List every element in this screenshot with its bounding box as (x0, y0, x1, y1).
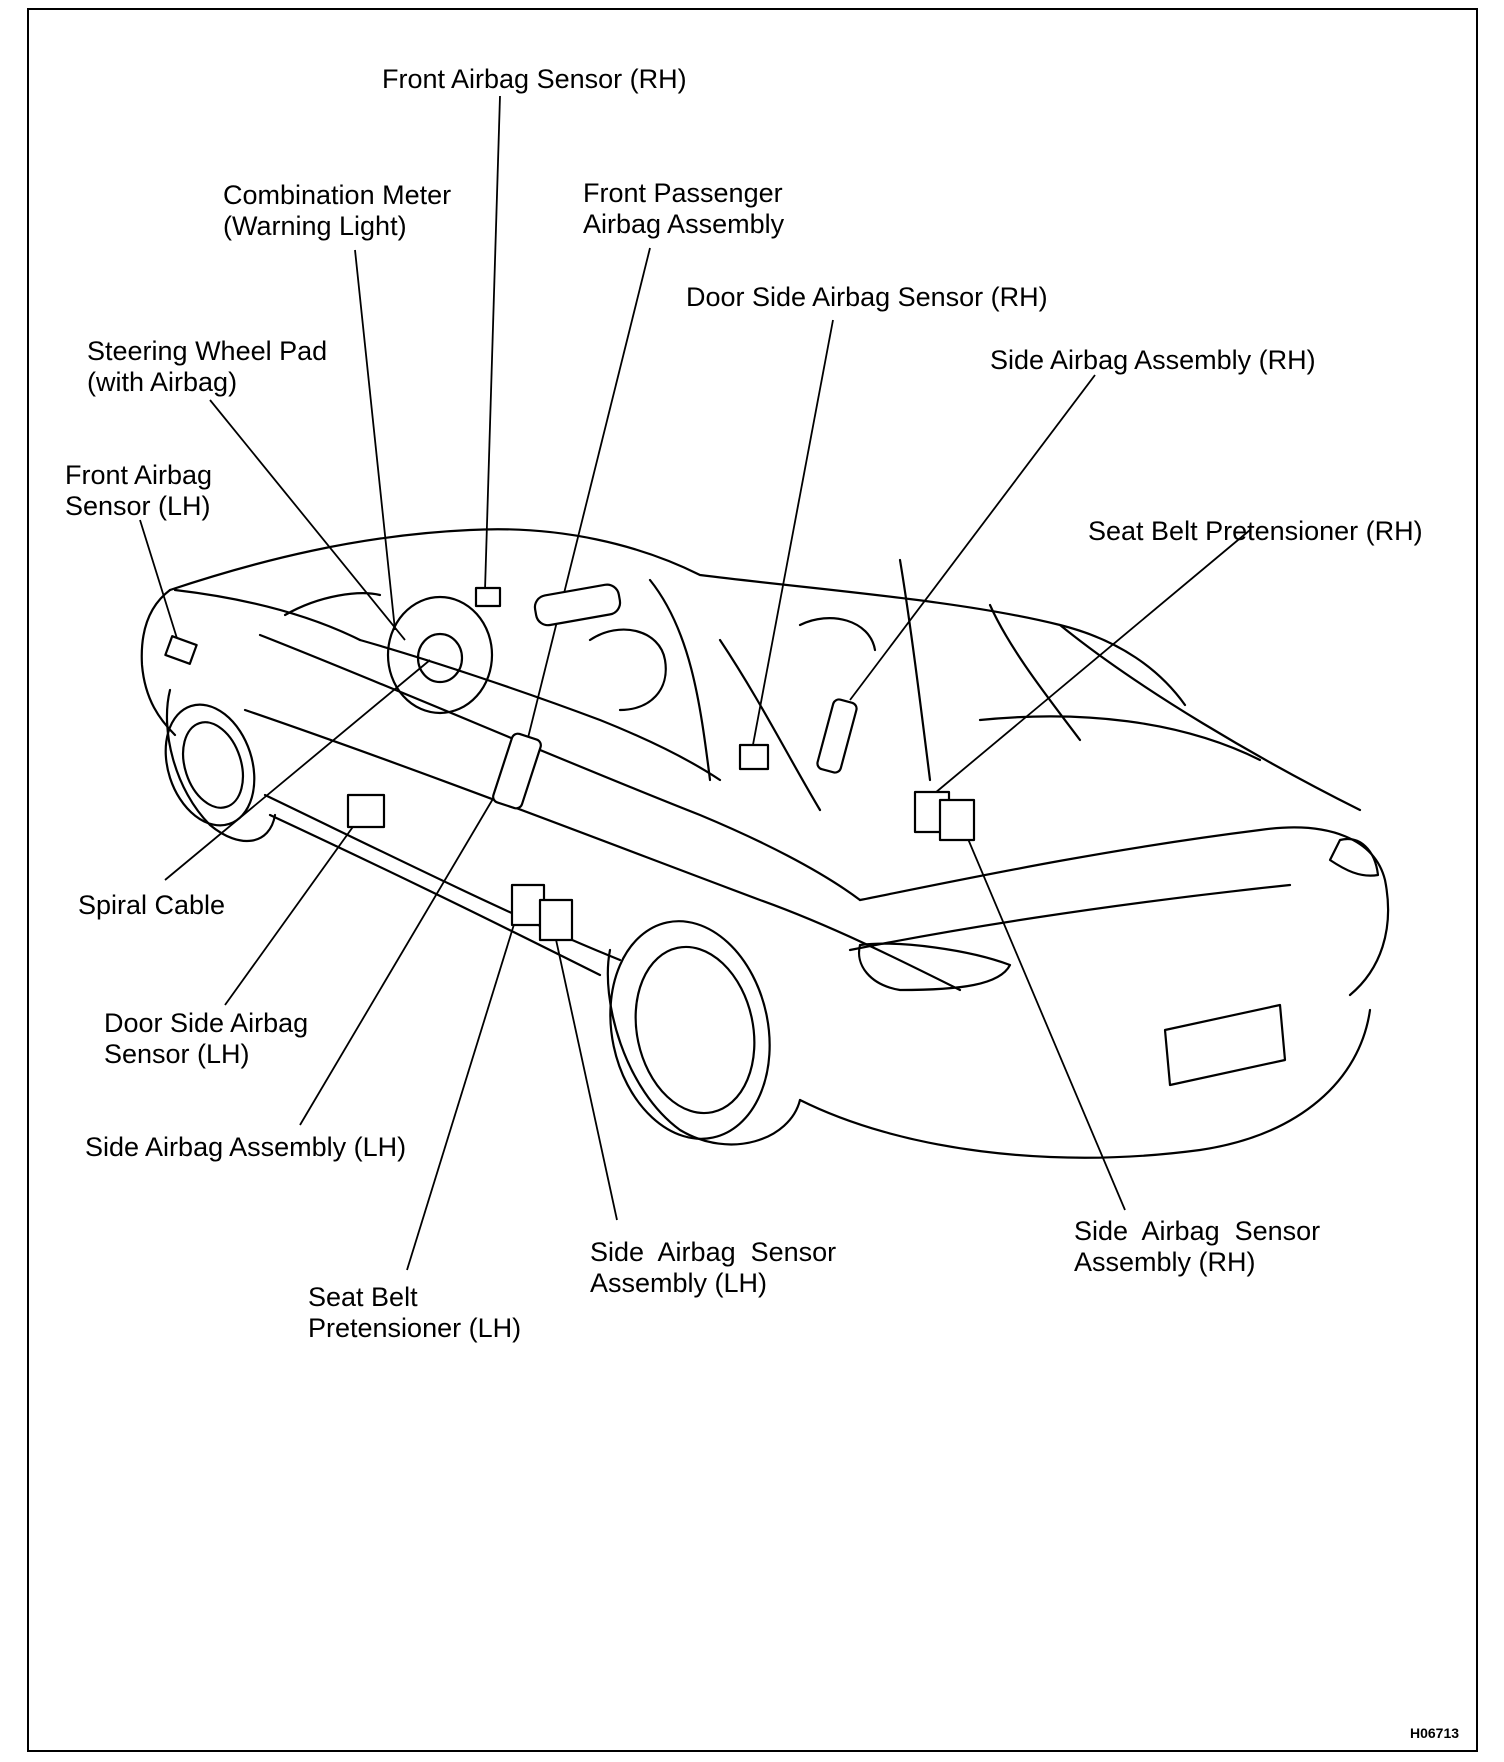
car-body (140, 528, 1390, 1159)
label-side-airbag-assembly-rh: Side Airbag Assembly (RH) (990, 345, 1316, 375)
front-airbag-sensor-lh-part (164, 635, 198, 665)
seat-belt-pretensioner-lh-part (510, 883, 546, 927)
label-front-airbag-sensor-rh: Front Airbag Sensor (RH) (382, 64, 687, 94)
label-spiral-cable: Spiral Cable (78, 890, 226, 920)
leader-lines (139, 95, 1251, 1271)
components (164, 583, 976, 942)
label-front-airbag-sensor-lh: Front Airbag Sensor (LH) (65, 460, 213, 521)
label-seat-belt-pretensioner-lh: Seat Belt Pretensioner (LH) (308, 1282, 522, 1343)
side-airbag-assembly-lh-part (492, 732, 542, 810)
side-airbag-assembly-rh-part (816, 698, 858, 774)
label-seat-belt-pretensioner-rh: Seat Belt Pretensioner (RH) (1088, 516, 1423, 546)
door-side-airbag-sensor-rh-part (738, 743, 770, 771)
figure-code: H06713 (1410, 1725, 1460, 1741)
side-airbag-sensor-assembly-rh-part (938, 798, 976, 842)
diagram-frame (27, 8, 1478, 1752)
label-side-airbag-sensor-assembly-lh: Side Airbag Sensor Assembly (LH) (590, 1237, 837, 1298)
front-airbag-sensor-rh-part (474, 586, 502, 608)
label-door-side-airbag-sensor-lh: Door Side Airbag Sensor (LH) (104, 1008, 309, 1069)
label-side-airbag-sensor-assembly-rh: Side Airbag Sensor Assembly (RH) (1074, 1216, 1321, 1277)
label-front-passenger-airbag: Front Passenger Airbag Assembly (583, 178, 785, 239)
label-door-side-airbag-sensor-rh: Door Side Airbag Sensor (RH) (686, 282, 1048, 312)
side-airbag-sensor-assembly-lh-part (538, 898, 574, 942)
front-passenger-airbag-part (533, 583, 622, 627)
door-side-airbag-sensor-lh-part (346, 793, 386, 829)
label-steering-wheel-pad: Steering Wheel Pad (with Airbag) (87, 336, 328, 397)
label-combination-meter: Combination Meter (Warning Light) (223, 180, 452, 241)
label-side-airbag-assembly-lh: Side Airbag Assembly (LH) (85, 1132, 407, 1162)
